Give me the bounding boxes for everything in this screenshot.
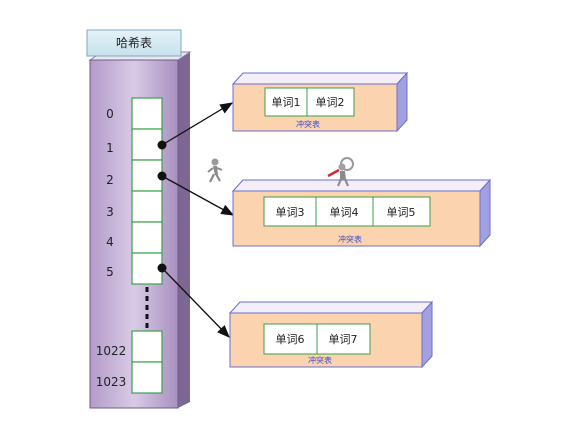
index-labels: 0 1 2 3 4 5 1022 1023 [96,107,127,389]
index-label: 1022 [96,344,127,358]
bucket-cell-5 [131,252,163,285]
index-label: 1 [106,141,114,155]
word-label: 单词3 [276,206,305,219]
conflict-table-side [396,71,408,133]
conflict-table-3: 单词6 单词7 冲突表 [228,300,434,369]
word-label: 单词4 [330,206,359,219]
conflict-table-caption: 冲突表 [296,119,320,129]
word-cell [263,323,318,355]
conflict-table-1: 单词1 单词2 冲突表 [231,71,409,133]
conflict-table-side [479,178,491,248]
hash-table-title: 哈希表 [116,35,152,50]
pointers [157,102,235,338]
conflict-table-caption: 冲突表 [308,355,332,365]
word-label: 单词7 [329,333,358,346]
word-label: 单词1 [272,96,301,109]
index-label: 5 [106,265,114,279]
conflict-table-caption: 冲突表 [338,234,362,244]
index-label: 1023 [96,375,127,389]
hash-table-header [86,29,182,57]
word-cell [306,87,355,117]
bucket-cell-1 [131,128,163,161]
word-cell [316,323,371,355]
word-cell [372,196,431,227]
bucket-cell-3 [131,190,163,223]
hash-table-side [178,52,190,408]
magnifier-person-icon [327,157,354,187]
index-label: 0 [106,107,114,121]
word-cell [263,196,317,227]
conflict-table-top [231,179,492,192]
bucket-cell-1023 [131,361,163,394]
walking-person-icon [207,158,223,183]
bucket-cell-1022 [131,330,163,363]
index-label: 4 [106,235,114,249]
index-label: 3 [106,205,114,219]
arrow-to-table-3 [161,267,230,338]
arrow-to-table-1 [161,102,234,146]
word-cell [264,87,308,117]
word-label: 单词5 [387,206,416,219]
conflict-table-top [231,72,409,85]
conflict-table-top [228,301,434,314]
word-label: 单词2 [316,96,345,109]
word-label: 单词6 [276,333,305,346]
arrow-to-table-2 [161,175,235,216]
bucket-cell-4 [131,221,163,254]
bucket-cell-2 [131,159,163,192]
index-label: 2 [106,173,114,187]
bucket-cells [131,97,163,394]
conflict-table-2: 单词3 单词4 单词5 冲突表 [231,178,492,248]
conflict-table-side [421,300,433,369]
bucket-cell-0 [131,97,163,130]
